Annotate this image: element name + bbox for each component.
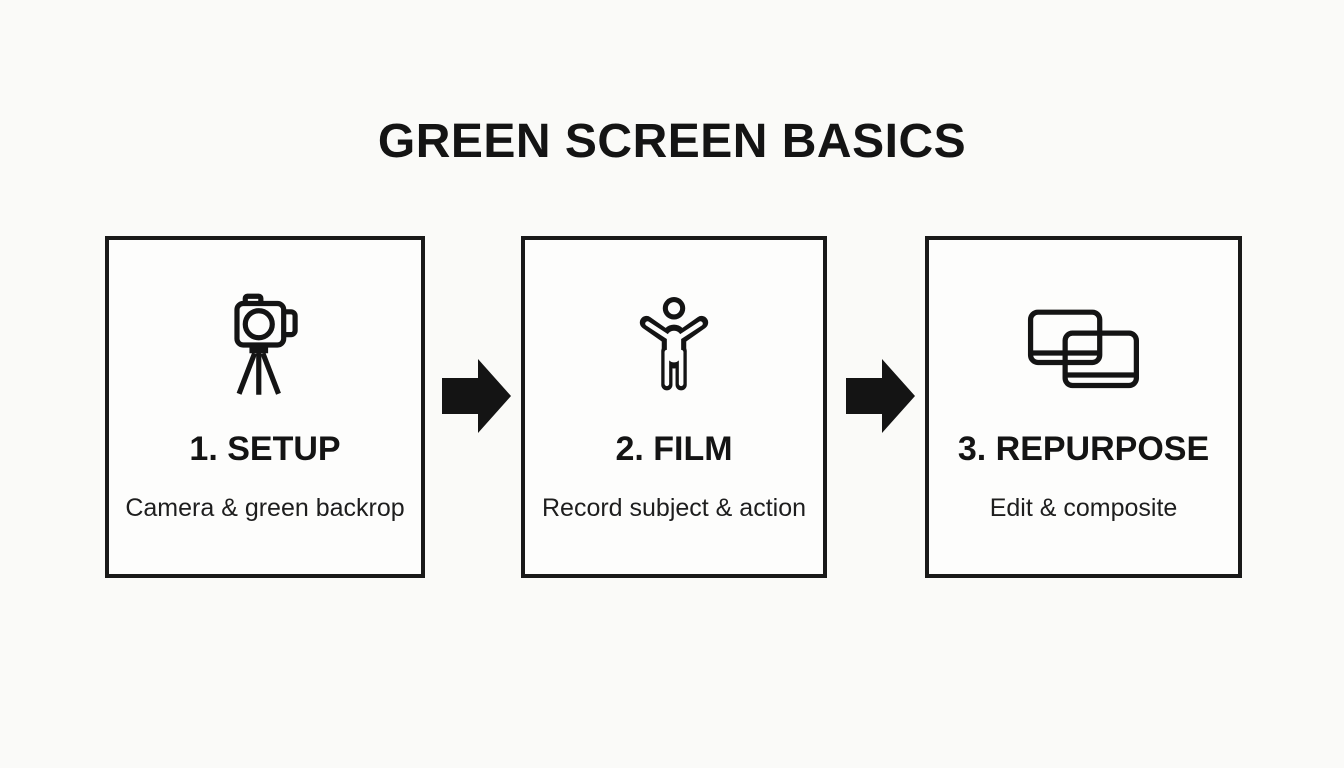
- step-description: Record subject & action: [541, 494, 807, 522]
- step-description: Camera & green backrop: [125, 494, 405, 522]
- step-box-repurpose: 3. REPURPOSE Edit & composite: [925, 236, 1242, 578]
- step-label: 1. SETUP: [189, 430, 341, 468]
- right-arrow-icon: [442, 359, 511, 433]
- step-box-setup: 1. SETUP Camera & green backrop: [105, 236, 425, 578]
- step-box-film: 2. FILM Record subject & action: [521, 236, 827, 578]
- page-title: GREEN SCREEN BASICS: [377, 115, 967, 168]
- overlapping-screens-icon: [1027, 309, 1139, 389]
- step-label: 3. REPURPOSE: [957, 430, 1210, 468]
- camera-on-tripod-icon: [234, 293, 298, 395]
- right-arrow-icon: [846, 359, 915, 433]
- person-arms-raised-icon: [639, 297, 709, 391]
- step-description: Edit & composite: [989, 494, 1178, 522]
- step-label: 2. FILM: [615, 430, 733, 468]
